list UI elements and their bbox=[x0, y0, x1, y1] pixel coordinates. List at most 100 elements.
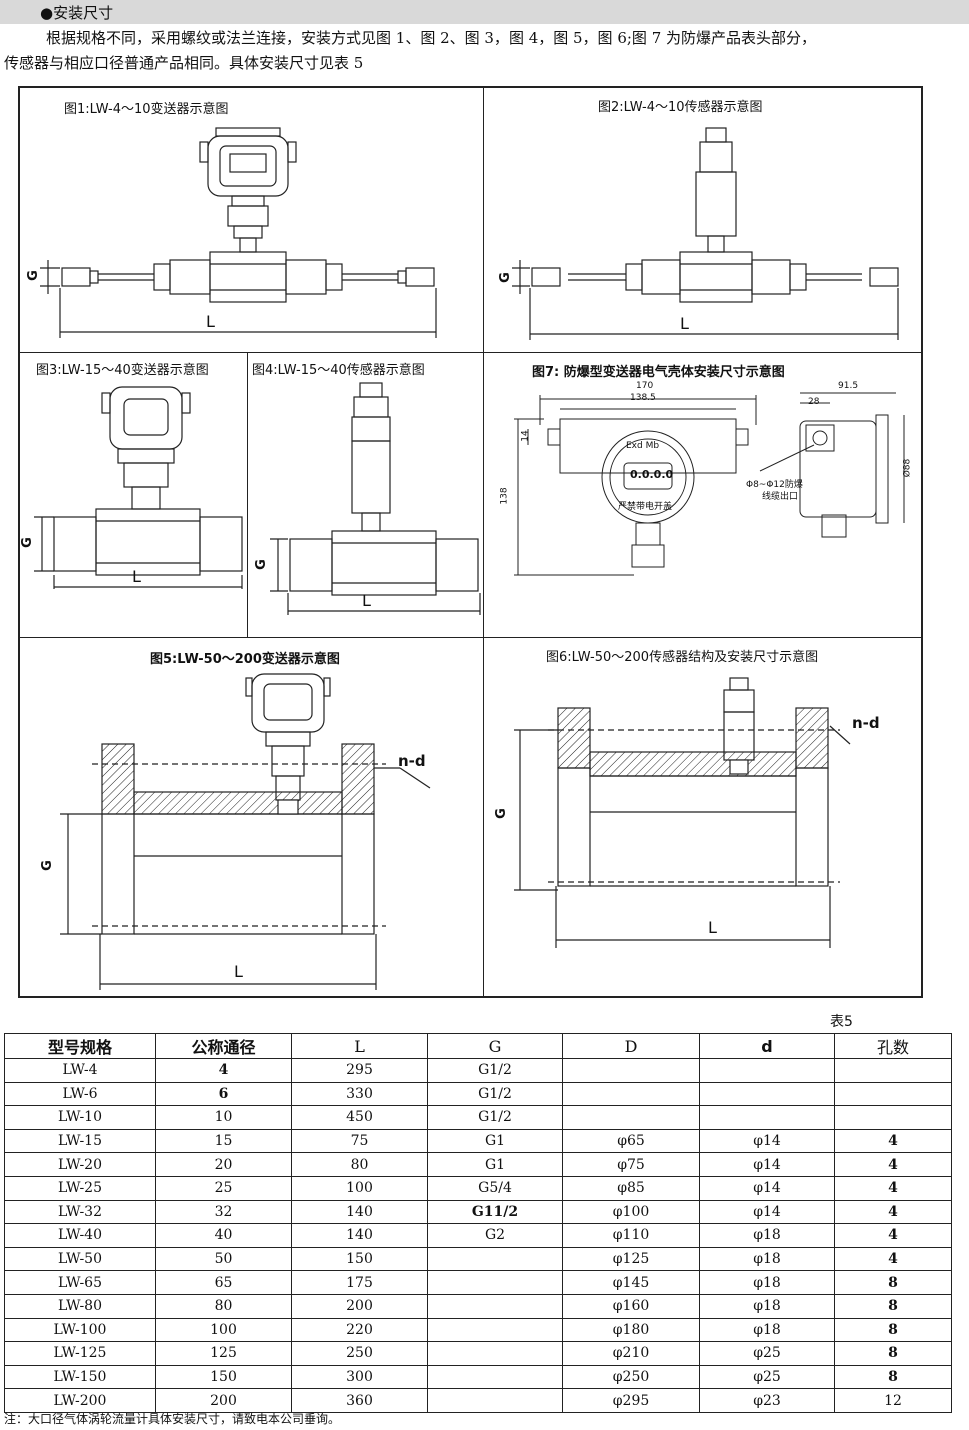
table-cell: 125 bbox=[155, 1341, 292, 1366]
table-cell: φ14 bbox=[699, 1175, 835, 1201]
table-cell: φ14 bbox=[699, 1152, 835, 1177]
table-cell: 15 bbox=[155, 1128, 292, 1154]
table-cell: LW-150 bbox=[4, 1364, 156, 1390]
table-cell: φ18 bbox=[699, 1293, 835, 1319]
figure-6-caption: 图6:LW-50～200传感器结构及安装尺寸示意图 bbox=[546, 650, 819, 665]
figure-3-g-label: G bbox=[19, 537, 35, 548]
figure-4-drawing bbox=[270, 382, 481, 615]
col-model: 型号规格 bbox=[4, 1033, 156, 1059]
table-cell: LW-6 bbox=[4, 1081, 156, 1107]
table-cell: 140 bbox=[291, 1223, 428, 1248]
table-header-row: 型号规格 公称通径 L G D d 孔数 bbox=[4, 1033, 952, 1059]
col-d-upper: D bbox=[562, 1033, 700, 1059]
figure-7-dim-138-5: 138.5 bbox=[630, 393, 656, 403]
table-cell: 4 bbox=[834, 1152, 952, 1177]
figure-1-l-label: L bbox=[206, 312, 215, 331]
figure-5-caption: 图5:LW-50～200变送器示意图 bbox=[150, 652, 340, 667]
figure-7-dim-88: Ø88 bbox=[902, 458, 913, 478]
figure-7-cable-1: Φ8~Φ12防爆 bbox=[746, 480, 803, 490]
table-cell: 8 bbox=[834, 1341, 952, 1366]
table-cell bbox=[834, 1058, 952, 1083]
table-cell: φ18 bbox=[699, 1223, 835, 1248]
table-cell: 4 bbox=[834, 1223, 952, 1248]
col-holes: 孔数 bbox=[834, 1033, 952, 1059]
figure-7-exd: Exd Mb bbox=[626, 441, 660, 451]
figure-7-dim-14: 14 bbox=[520, 430, 531, 442]
figure-7-caption: 图7: 防爆型变送器电气壳体安装尺寸示意图 bbox=[532, 365, 785, 380]
table-cell bbox=[427, 1341, 563, 1366]
table-cell: φ75 bbox=[562, 1152, 700, 1177]
table-cell: 25 bbox=[155, 1175, 292, 1201]
table-cell: 450 bbox=[291, 1105, 428, 1130]
figure-7: 图7: 防爆型变送器电气壳体安装尺寸示意图 bbox=[483, 352, 922, 638]
table-cell: 50 bbox=[155, 1246, 292, 1272]
figures-panel: 图1:LW-4～10变送器示意图 bbox=[18, 86, 923, 998]
table-cell: 8 bbox=[834, 1293, 952, 1319]
figure-4-l-label: L bbox=[362, 591, 371, 610]
figure-2: 图2:LW-4～10传感器示意图 G L bbox=[483, 87, 922, 353]
table-cell: 4 bbox=[834, 1199, 952, 1225]
table-cell: LW-125 bbox=[4, 1341, 156, 1366]
table-cell: 8 bbox=[834, 1270, 952, 1295]
figure-2-drawing bbox=[512, 127, 899, 340]
table-cell: φ18 bbox=[699, 1317, 835, 1343]
table-cell: φ25 bbox=[699, 1364, 835, 1390]
table-cell: 295 bbox=[291, 1058, 428, 1083]
table-cell: φ295 bbox=[562, 1388, 700, 1413]
table-cell bbox=[834, 1081, 952, 1107]
figure-3: 图3:LW-15～40变送器示意图 G L bbox=[19, 352, 248, 638]
table-cell: 75 bbox=[291, 1128, 428, 1154]
table-cell: 65 bbox=[155, 1270, 292, 1295]
table-cell: φ250 bbox=[562, 1364, 700, 1390]
table-cell: 40 bbox=[155, 1223, 292, 1248]
table-cell: LW-65 bbox=[4, 1270, 156, 1295]
section-header: ●安装尺寸 bbox=[0, 0, 969, 24]
intro-line-2: 传感器与相应口径普通产品相同。具体安装尺寸见表 5 bbox=[4, 54, 364, 72]
table-cell bbox=[427, 1270, 563, 1295]
figure-4-g-label: G bbox=[253, 559, 269, 570]
col-l: L bbox=[291, 1033, 428, 1059]
table-cell: G5/4 bbox=[427, 1175, 563, 1201]
table-cell: LW-200 bbox=[4, 1388, 156, 1413]
table-cell: LW-4 bbox=[4, 1058, 156, 1083]
figure-4: 图4:LW-15～40传感器示意图 G L bbox=[247, 352, 484, 638]
intro-paragraph: 根据规格不同，采用螺纹或法兰连接，安装方式见图 1、图 2、图 3，图 4，图 … bbox=[4, 26, 959, 76]
figure-7-dim-138: 138 bbox=[499, 487, 510, 505]
table-cell: 4 bbox=[834, 1175, 952, 1201]
table-cell: 100 bbox=[291, 1175, 428, 1201]
table-cell: φ18 bbox=[699, 1270, 835, 1295]
figure-2-l-label: L bbox=[680, 314, 689, 333]
table-cell: 8 bbox=[834, 1364, 952, 1390]
table-cell: φ125 bbox=[562, 1246, 700, 1272]
table-cell: 200 bbox=[155, 1388, 292, 1413]
table-cell bbox=[562, 1081, 700, 1107]
figure-3-caption: 图3:LW-15～40变送器示意图 bbox=[36, 363, 209, 378]
table-cell bbox=[427, 1388, 563, 1413]
table-cell: φ160 bbox=[562, 1293, 700, 1319]
figure-1-g-label: G bbox=[25, 270, 41, 281]
table-cell: G1/2 bbox=[427, 1105, 563, 1130]
figure-1-caption: 图1:LW-4～10变送器示意图 bbox=[64, 102, 229, 117]
table-cell: G1/2 bbox=[427, 1081, 563, 1107]
table-cell: 100 bbox=[155, 1317, 292, 1343]
table-cell bbox=[834, 1105, 952, 1130]
figure-4-caption: 图4:LW-15～40传感器示意图 bbox=[252, 363, 425, 378]
table-cell: LW-40 bbox=[4, 1223, 156, 1248]
table-cell: 150 bbox=[155, 1364, 292, 1390]
col-d-lower: d bbox=[699, 1033, 835, 1059]
table-cell: 4 bbox=[834, 1128, 952, 1154]
table-cell: 175 bbox=[291, 1270, 428, 1295]
